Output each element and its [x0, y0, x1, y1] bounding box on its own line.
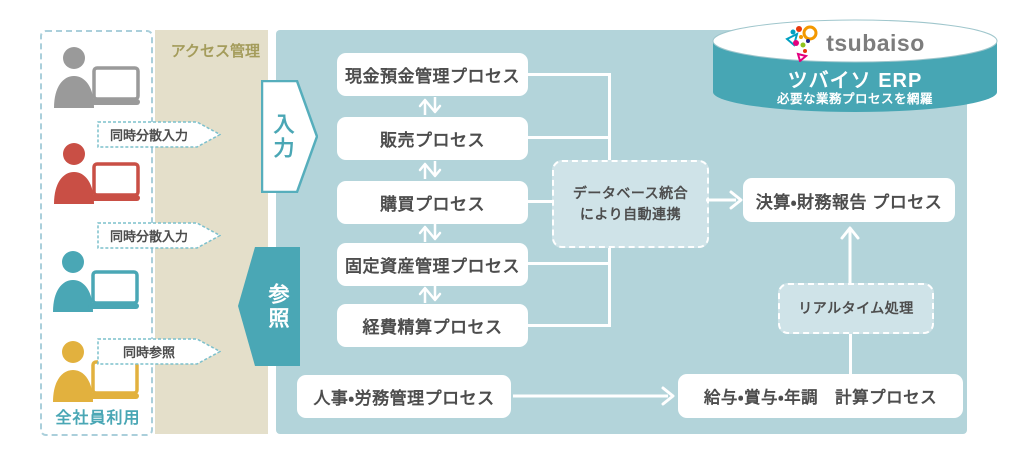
- process-label: 現金預金管理プロセス: [345, 67, 520, 86]
- callout-simultaneous-view: 同時参照: [97, 338, 221, 365]
- database-note-line1: データベース統合: [572, 185, 689, 201]
- connector-realtime-payroll: [849, 330, 852, 375]
- arrow-right-icon: [513, 386, 675, 406]
- process-box-hr: 人事・労務管理プロセス: [297, 375, 511, 418]
- process-box-sales: 販売プロセス: [337, 117, 528, 160]
- erp-subtitle: 必要な業務プロセスを網羅: [776, 92, 933, 106]
- process-label: 決算・財務報告 プロセス: [755, 192, 943, 212]
- input-arrow-label: 入力: [271, 112, 294, 161]
- input-flow-arrow: 入力: [261, 80, 318, 193]
- process-box-fixed-assets: 固定資産管理プロセス: [337, 243, 528, 286]
- user-gray-icon: [52, 44, 140, 108]
- connector-fixed-assets: [527, 262, 611, 265]
- reference-flow-arrow: 参照: [238, 247, 300, 366]
- process-box-payroll: 給与・賞与・年調 計算プロセス: [678, 374, 963, 418]
- process-label: 販売プロセス: [380, 131, 485, 150]
- process-box-purchasing: 購買プロセス: [337, 181, 528, 224]
- database-note-line2: により自動連携: [579, 206, 682, 222]
- callout-label: 同時参照: [122, 345, 175, 360]
- realtime-note: リアルタイム処理: [778, 283, 934, 334]
- sync-updown-icon: [418, 224, 442, 242]
- callout-label: 同時分散入力: [109, 229, 188, 244]
- tsubaiso-logo-text: tsubaiso: [826, 29, 925, 56]
- process-label: 購買プロセス: [380, 195, 485, 214]
- reference-arrow-shape: [238, 247, 300, 366]
- all-users-label: 全社員利用: [55, 410, 141, 427]
- arrow-up-icon: [840, 226, 860, 283]
- sync-updown-icon: [418, 161, 442, 179]
- reference-arrow-label: 参照: [266, 282, 289, 331]
- process-box-expenses: 経費精算プロセス: [337, 304, 528, 347]
- process-box-settlement: 決算・財務報告 プロセス: [743, 178, 955, 222]
- erp-title: ツバイソ ERP: [787, 70, 923, 92]
- sync-updown-icon: [418, 285, 442, 303]
- connector-sales: [527, 136, 611, 139]
- process-label: 経費精算プロセス: [362, 318, 503, 337]
- process-label: 給与・賞与・年調 計算プロセス: [703, 389, 938, 407]
- input-arrow-shape: [261, 80, 318, 193]
- user-teal-icon: [51, 248, 139, 312]
- database-integration-note: データベース統合 により自動連携: [552, 160, 709, 248]
- process-label: 固定資産管理プロセス: [345, 257, 520, 276]
- sync-updown-icon: [418, 97, 442, 115]
- user-red-icon: [52, 140, 140, 204]
- callout-label: 同時分散入力: [109, 128, 188, 143]
- callout-arrow-shape: [97, 222, 221, 249]
- connector-expenses: [527, 324, 611, 327]
- process-label: 人事・労務管理プロセス: [313, 389, 495, 408]
- process-box-cash: 現金預金管理プロセス: [337, 53, 528, 96]
- tsubaiso-logo: tsubaiso: [710, 24, 1000, 62]
- access-management-label: アクセス管理: [170, 43, 260, 60]
- realtime-note-label: リアルタイム処理: [798, 300, 914, 316]
- tsubaiso-erp-cylinder: tsubaiso ツバイソ ERP 必要な業務プロセスを網羅: [710, 16, 1000, 116]
- cylinder-shape: [712, 19, 998, 112]
- callout-arrow-shape: [97, 338, 221, 365]
- arrow-right-icon: [706, 190, 743, 210]
- callout-simultaneous-input-2: 同時分散入力: [97, 222, 221, 249]
- callout-simultaneous-input-1: 同時分散入力: [97, 121, 221, 148]
- connector-cash: [527, 73, 611, 76]
- callout-arrow-shape: [97, 121, 221, 148]
- tsubaiso-logo-icon: [785, 25, 818, 62]
